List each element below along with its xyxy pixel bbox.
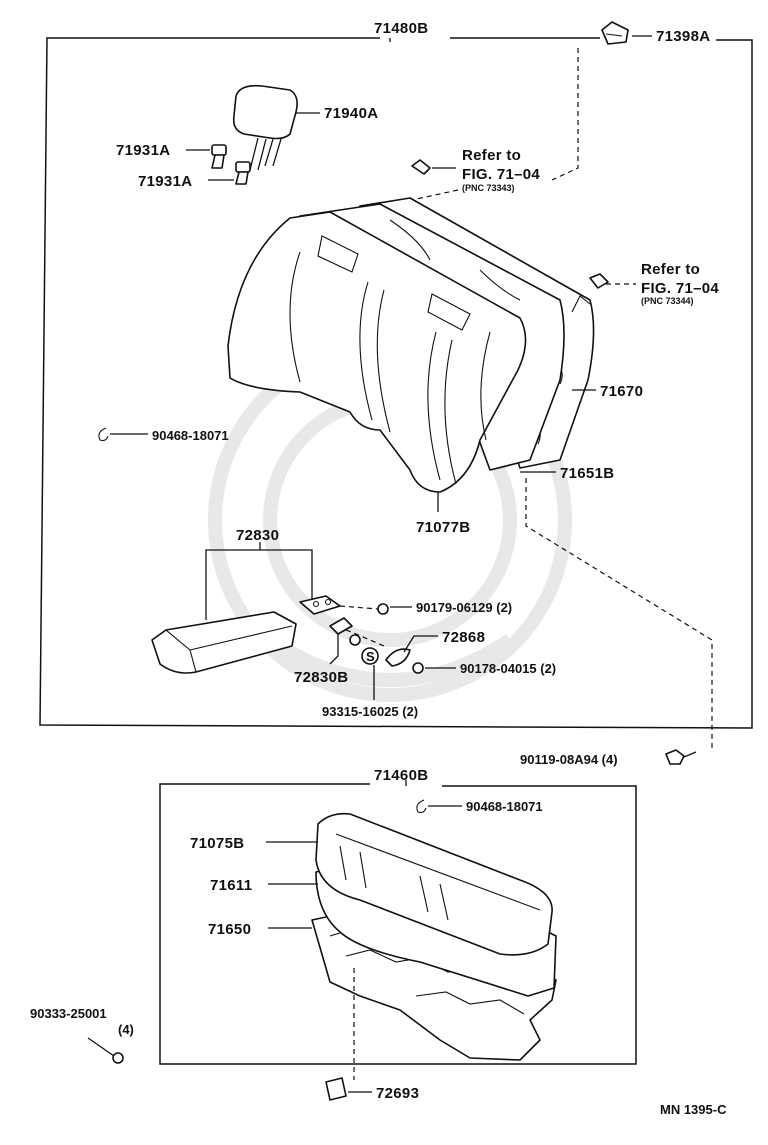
headrest-support-2 (208, 161, 251, 185)
label-cushion-bolt-line2: (4) (118, 1022, 134, 1037)
armrest-washer: S (345, 629, 385, 700)
label-cushion-assembly: 71460B (374, 767, 428, 784)
label-armrest: 72830 (236, 527, 279, 544)
label-cushion-cover: 71075B (190, 835, 244, 852)
label-refer-2-line1: Refer to (641, 261, 700, 278)
cushion-bolt (87, 1037, 124, 1064)
label-cushion-clip: 72693 (376, 1085, 419, 1102)
headrest (232, 84, 320, 171)
label-back-cover: 71077B (416, 519, 470, 536)
label-armrest-bracket: 72868 (442, 629, 485, 646)
label-armrest-sub: 72830B (294, 669, 348, 686)
svg-text:S: S (366, 649, 375, 664)
figure-code: MN 1395-C (660, 1102, 727, 1117)
label-armrest-nut: 90178-04015 (2) (460, 661, 556, 676)
label-back-frame: 71670 (600, 383, 643, 400)
cushion-clip (325, 1077, 372, 1101)
hog-ring-back (98, 427, 148, 442)
label-headrest-support-2: 71931A (138, 173, 192, 190)
refer-clip-2 (589, 273, 609, 289)
label-headrest-support-1: 71931A (116, 142, 170, 159)
label-refer-1-line2: FIG. 71–04 (462, 166, 540, 183)
hog-ring-cushion (416, 799, 462, 814)
label-hog-ring-cushion: 90468-18071 (466, 799, 543, 814)
label-cover-clip-top: 71398A (656, 28, 710, 45)
cover-clip-top (601, 21, 652, 45)
label-armrest-washer: 93315-16025 (2) (322, 704, 418, 719)
label-cushion-frame: 71650 (208, 921, 251, 938)
refer-clip-1 (411, 159, 456, 175)
armrest (151, 542, 341, 674)
label-cushion-pad: 71611 (210, 877, 252, 894)
seat-bolt (665, 749, 697, 765)
headrest-support-1 (186, 144, 227, 169)
label-headrest: 71940A (324, 105, 378, 122)
label-seat-bolt: 90119-08A94 (4) (520, 752, 618, 767)
back-cover (227, 211, 527, 512)
label-refer-1-line1: Refer to (462, 147, 521, 164)
cushion-group-box (159, 780, 637, 1065)
armrest-sub (329, 617, 353, 665)
label-cushion-bolt-line1: 90333-25001 (30, 1006, 107, 1021)
cushion-cover (266, 812, 553, 956)
seatback-group-box (39, 37, 753, 729)
armrest-nut (412, 662, 456, 674)
label-refer-2-pnc: (PNC 73344) (641, 296, 694, 306)
label-seatback-assembly: 71480B (374, 20, 428, 37)
label-armrest-screw: 90179-06129 (2) (416, 600, 512, 615)
label-back-pad: 71651B (560, 465, 614, 482)
label-refer-1-pnc: (PNC 73343) (462, 183, 515, 193)
armrest-bracket (385, 635, 438, 667)
label-refer-2-line2: FIG. 71–04 (641, 280, 719, 297)
label-hog-ring-back: 90468-18071 (152, 428, 229, 443)
armrest-screw (339, 603, 412, 615)
